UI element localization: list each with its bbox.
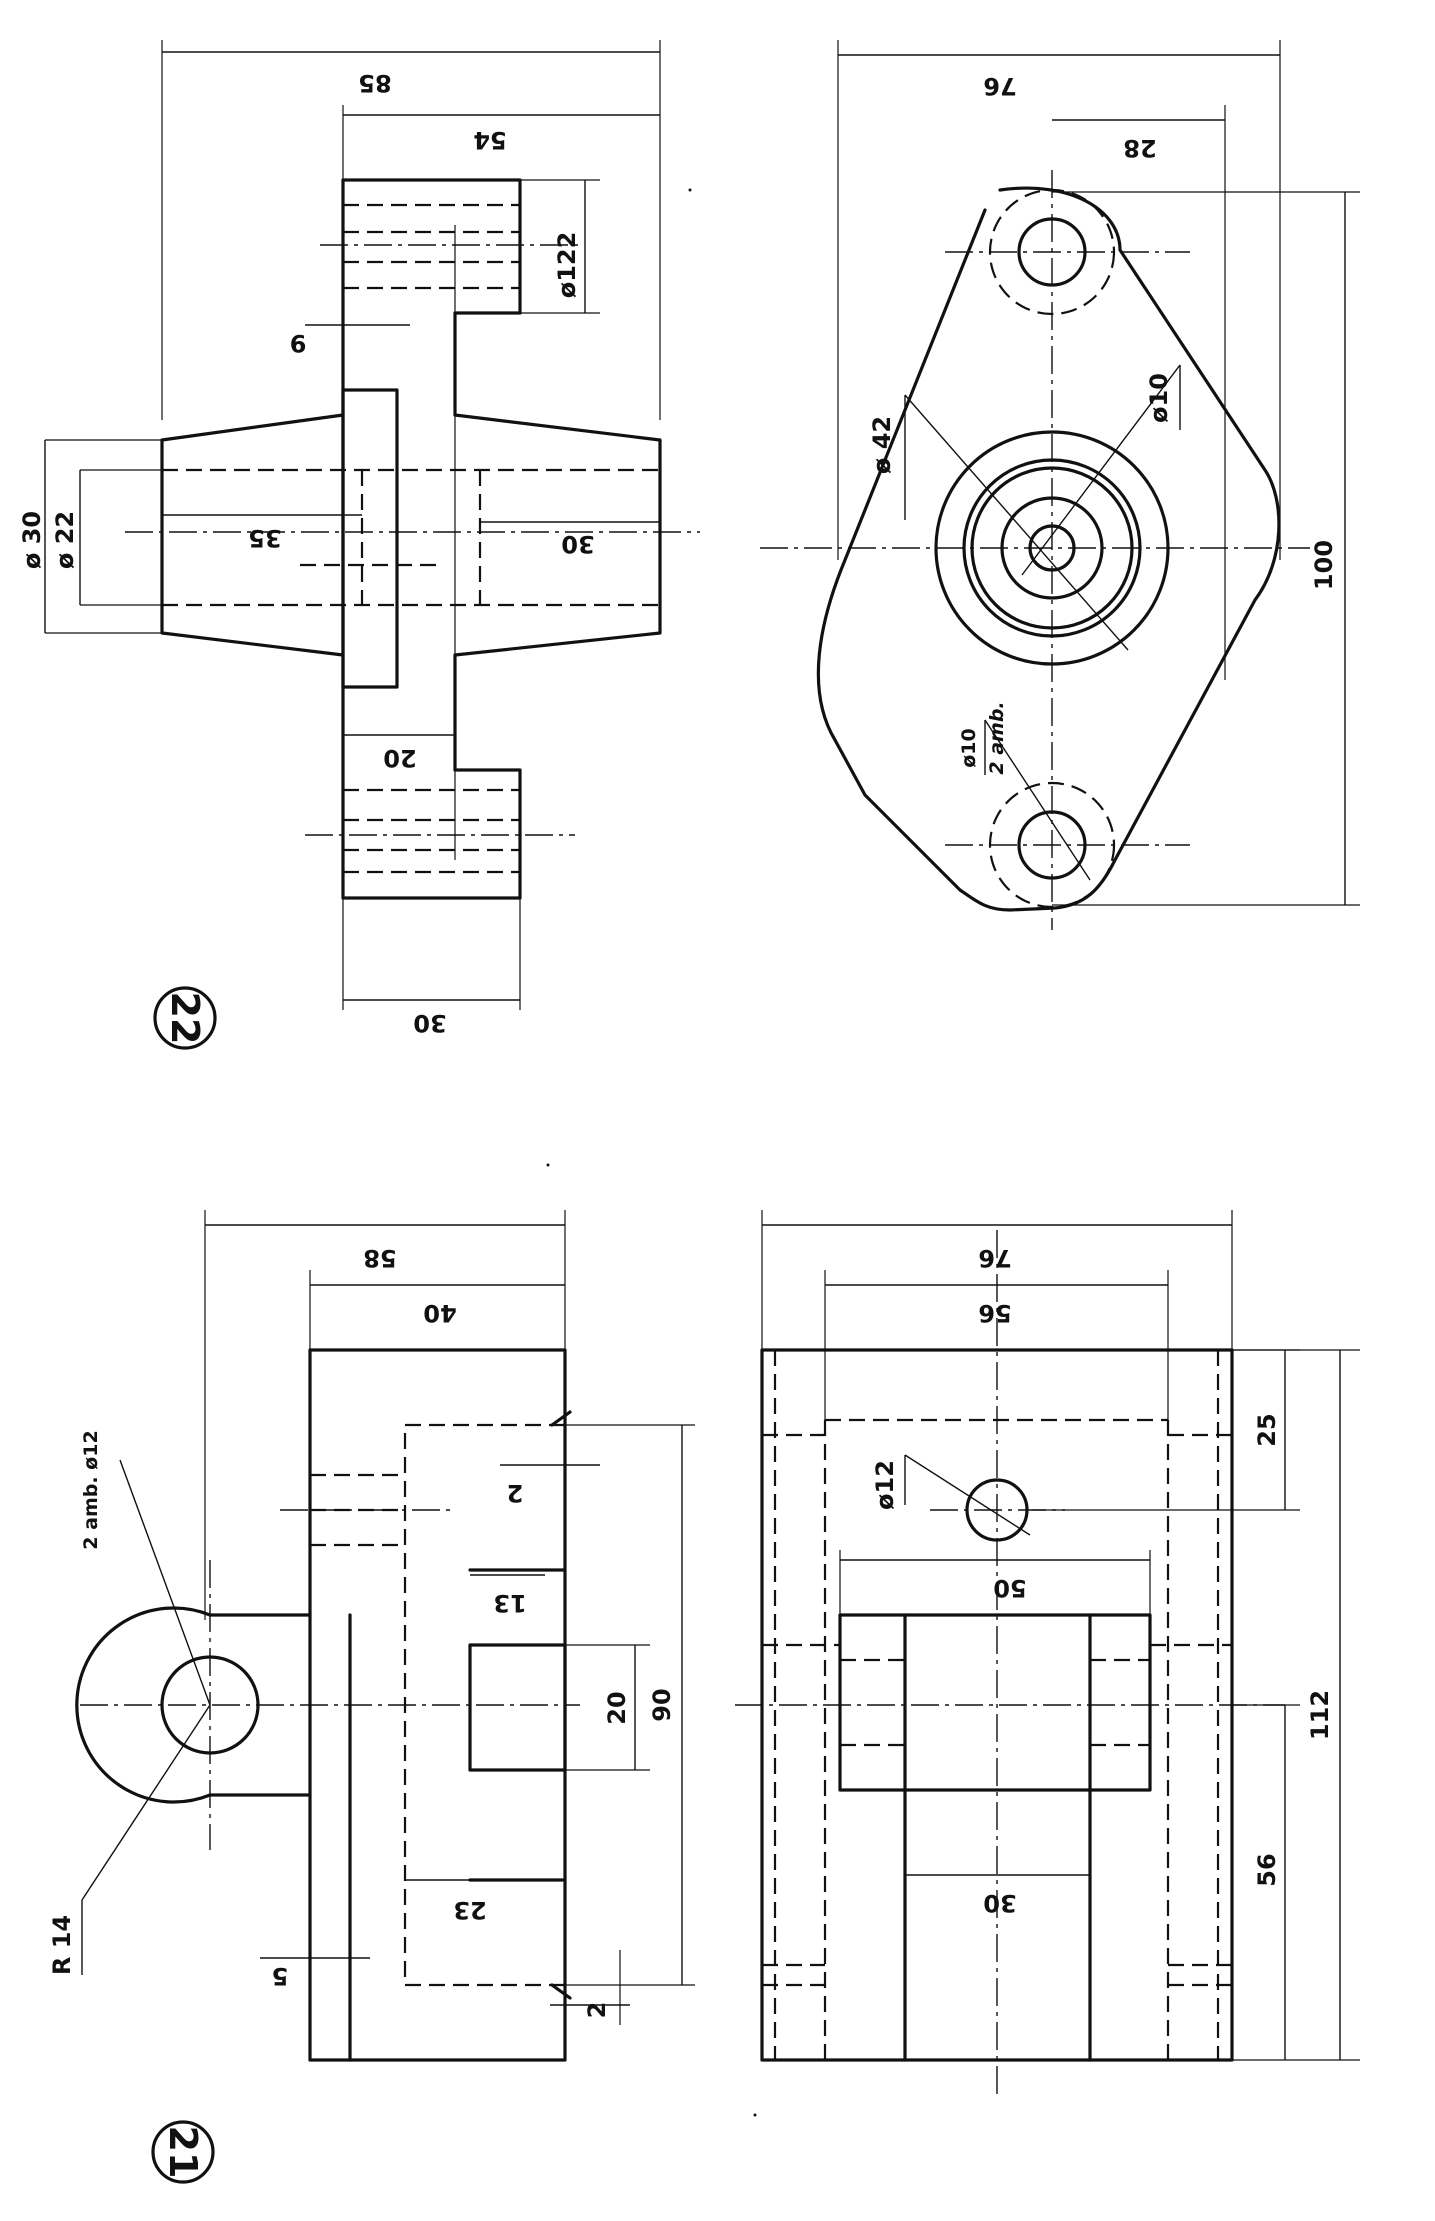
- dimension-label: 35: [248, 524, 281, 552]
- plan-view-22: [760, 170, 1310, 930]
- dimension-label: ø122: [553, 232, 581, 299]
- dimension-label: 56: [978, 1299, 1011, 1327]
- dimension-label: R 14: [48, 1915, 76, 1975]
- dimension-label: 76: [983, 72, 1016, 100]
- dimension-label: 2: [583, 2002, 611, 2019]
- dimensions-side-view-22: 85 54 ø122 9 ø 30 ø 22 35 30 20: [18, 40, 661, 1037]
- dimension-label: 50: [993, 1574, 1026, 1602]
- dimension-label: 2: [507, 1479, 524, 1507]
- dimension-label: 100: [1310, 540, 1338, 590]
- dimension-label: 56: [1253, 1853, 1281, 1886]
- dimension-label: 20: [383, 744, 416, 772]
- dimension-label: 40: [423, 1299, 456, 1327]
- dimension-label: 85: [358, 69, 391, 97]
- dimension-label: ø 42: [868, 416, 896, 474]
- drawing-number-22: 22: [153, 986, 217, 1050]
- dimension-label: 30: [561, 530, 594, 558]
- dimension-label: 90: [648, 1688, 676, 1721]
- stray-mark: [688, 188, 692, 192]
- side-view-22: [125, 178, 700, 900]
- dimensions-plan-view-21: 76 56 25 ø12 50 112 56 30: [761, 1210, 1360, 2061]
- stray-mark: [546, 1163, 550, 1167]
- dimension-label: ø10: [1145, 373, 1173, 423]
- stray-mark: [753, 2113, 757, 2117]
- dimension-label: 30: [983, 1889, 1016, 1917]
- dimension-label: 30: [413, 1009, 446, 1037]
- dimension-label: 22: [163, 992, 207, 1045]
- dimension-label: 13: [493, 1589, 526, 1617]
- drawing-number-21: 21: [151, 2120, 215, 2184]
- side-view-21: [75, 1348, 580, 2062]
- dimension-label: 54: [473, 126, 506, 154]
- dimension-label: 76: [978, 1244, 1011, 1272]
- dimension-label: 2 amb.: [986, 701, 1008, 774]
- dimension-label: ø 30: [18, 511, 46, 569]
- dimension-label: ø12: [871, 1460, 899, 1510]
- dimension-label: 5: [272, 1962, 289, 1990]
- dimension-label: 21: [161, 2126, 205, 2179]
- dimension-label: 9: [290, 329, 307, 357]
- dimension-label: 2 amb. ø12: [80, 1430, 102, 1549]
- plan-view-21: [735, 1230, 1285, 2100]
- dimensions-plan-view-22: 76 28 ø 42 ø10 ø10 2 amb. 100: [837, 40, 1360, 906]
- dimension-label: ø 22: [51, 511, 79, 569]
- dimension-label: 58: [363, 1244, 396, 1272]
- drawing-21: 21 2 amb. ø12 R 14: [48, 1210, 1360, 2184]
- dimension-label: 28: [1123, 134, 1156, 162]
- dimension-label: 112: [1306, 1690, 1334, 1740]
- drawing-22: 22: [18, 40, 1360, 1050]
- dimensions-side-view-21: 2 amb. ø12 R 14 58 40 2 13 20 90: [48, 1210, 695, 2025]
- dimension-label: 25: [1253, 1413, 1281, 1446]
- dimension-label: ø10: [958, 728, 980, 768]
- dimension-label: 20: [603, 1691, 631, 1724]
- dimension-label: 23: [453, 1896, 486, 1924]
